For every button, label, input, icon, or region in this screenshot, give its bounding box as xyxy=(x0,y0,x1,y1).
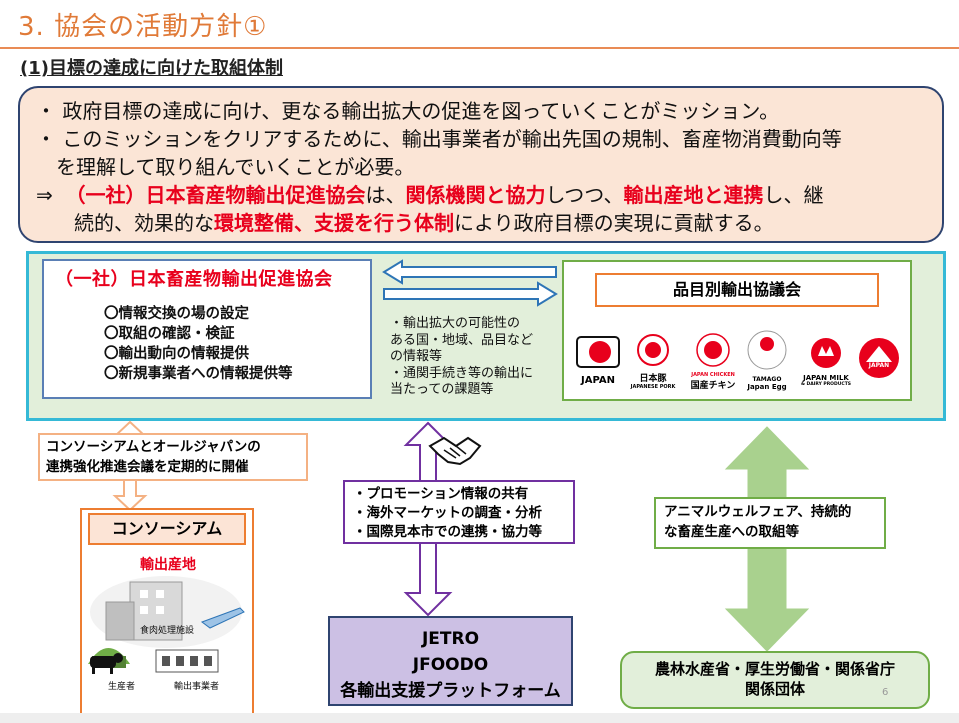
japan-logo-text: JAPAN xyxy=(868,362,890,369)
pork-logo: 日本豚 JAPANESE PORK xyxy=(628,333,678,390)
milk-logo-sub: & DAIRY PRODUCTS xyxy=(800,382,852,387)
note-line: ・国際見本市での連携・協力等 xyxy=(353,524,542,540)
beef-logo-text: JAPAN xyxy=(581,375,615,386)
japan-logo-icon xyxy=(859,338,899,378)
pork-logo-icon xyxy=(637,334,669,366)
factory-icon xyxy=(105,581,183,641)
page-number: 6 xyxy=(882,687,889,698)
chicken-logo-icon xyxy=(696,333,730,367)
note-line: アニマルウェルフェア、持続的 xyxy=(664,504,852,520)
association-box xyxy=(42,259,372,399)
export-region-label: 輸出産地 xyxy=(140,557,196,573)
note-line: 連携強化推進会議を定期的に開催 xyxy=(46,459,249,475)
activity-item: 〇新規事業者への情報提供等 xyxy=(104,366,293,382)
chicken-logo-arc: JAPAN CHICKEN xyxy=(691,372,735,378)
consortium-title: コンソーシアム xyxy=(88,513,246,545)
jfoodo-label: JFOODO xyxy=(412,655,489,675)
milk-logo-text: JAPAN MILK xyxy=(803,374,849,382)
egg-logo: TAMAGO Japan Egg xyxy=(740,328,794,391)
activity-item: 〇情報交換の場の設定 xyxy=(104,306,249,322)
chicken-logo: JAPAN CHICKEN 国産チキン xyxy=(683,330,743,391)
mission-bullet-2: ・ このミッションをクリアするために、輸出事業者が輸出先国の規制、畜産物消費動向… xyxy=(36,127,842,151)
conclusion-link: 輸出産地と連携 xyxy=(623,183,764,207)
conclusion-text-2: しつつ、 xyxy=(545,183,624,207)
note-line: ・海外マーケットの調査・分析 xyxy=(353,505,542,521)
beef-logo-icon xyxy=(576,336,620,368)
related-orgs-label: 関係団体 xyxy=(744,680,805,698)
exporter-label: 輸出事業者 xyxy=(174,682,220,692)
note-line: ある国・地域、品目など xyxy=(390,332,534,348)
chicken-logo-text: 国産チキン xyxy=(690,381,736,391)
facility-label: 食肉処理施設 xyxy=(140,626,195,636)
mission-bullet-1: ・ 政府目標の達成に向け、更なる輸出拡大の促進を図っていくことがミッション。 xyxy=(36,99,780,123)
animal-welfare-note: アニマルウェルフェア、持続的 な畜産生産への取組等 xyxy=(654,497,886,549)
conclusion-text-4: 続的、効果的な xyxy=(74,211,214,235)
exchange-arrows xyxy=(382,259,558,307)
note-line: コンソーシアムとオールジャパンの xyxy=(46,439,261,455)
conclusion-text-3: し、継 xyxy=(763,183,824,207)
association-activities: 〇情報交換の場の設定 〇取組の確認・検証 〇輸出動向の情報提供 〇新規事業者への… xyxy=(104,304,293,384)
right-arrow-icon xyxy=(383,281,558,307)
association-title: （一社）日本畜産物輸出促進協会 xyxy=(55,269,333,290)
commodity-council-title: 品目別輸出協議会 xyxy=(595,273,879,307)
airplane-icon xyxy=(200,607,245,629)
conclusion-arrow: ⇒ xyxy=(36,183,53,207)
egg-logo-text: Japan Egg xyxy=(747,383,787,391)
conclusion-support: 環境整備、支援を行う体制 xyxy=(214,211,454,235)
activity-item: 〇取組の確認・検証 xyxy=(104,326,235,342)
pork-logo-text: 日本豚 xyxy=(639,374,667,384)
ministry-box: 農林水産省・厚生労働省・関係省庁 関係団体 xyxy=(620,651,930,709)
pork-logo-sub: JAPANESE PORK xyxy=(630,384,676,390)
jetro-label: JETRO xyxy=(421,629,480,649)
jetro-collab-note: ・プロモーション情報の共有 ・海外マーケットの調査・分析 ・国際見本市での連携・… xyxy=(343,480,575,544)
ministry-label: 農林水産省・厚生労働省・関係省庁 xyxy=(654,660,895,678)
conclusion-text-1: は、 xyxy=(365,183,406,207)
note-line: ・輸出拡大の可能性の xyxy=(390,316,521,331)
slide-title: 3. 協会の活動方針① xyxy=(18,12,268,42)
japan-logo: JAPAN xyxy=(856,335,902,381)
milk-logo-icon xyxy=(811,338,841,368)
beef-logo: JAPAN xyxy=(574,333,622,386)
left-arrow-icon xyxy=(382,259,557,285)
mission-conclusion-cont: 続的、効果的な環境整備、支援を行う体制により政府目標の実現に貢献する。 xyxy=(36,209,928,237)
handshake-icon xyxy=(428,436,482,466)
egg-logo-top: TAMAGO xyxy=(752,376,782,383)
mission-bullet-2-cont: を理解して取り組んでいくことが必要。 xyxy=(56,155,415,179)
mission-box: ・ 政府目標の達成に向け、更なる輸出拡大の促進を図っていくことがミッション。 ・… xyxy=(18,86,944,243)
bottom-bar xyxy=(0,713,959,723)
conclusion-cooperate: 関係機関と協力 xyxy=(405,183,546,207)
platform-label: 各輸出支援プラットフォーム xyxy=(340,681,561,701)
note-line: ・プロモーション情報の共有 xyxy=(353,486,529,502)
egg-logo-icon xyxy=(747,330,787,370)
note-line: の情報等 xyxy=(390,349,443,364)
conclusion-text-5: により政府目標の実現に貢献する。 xyxy=(454,211,774,235)
cow-icon xyxy=(90,653,123,674)
conclusion-assoc: （一社）日本畜産物輸出促進協会 xyxy=(65,183,366,207)
note-line: な畜産生産への取組等 xyxy=(664,524,799,540)
note-line: ・通関手続き等の輸出に xyxy=(390,365,534,381)
section-subtitle: (1)目標の達成に向けた取組体制 xyxy=(20,58,283,79)
warehouse-icon xyxy=(155,649,219,673)
info-exchange-note: ・輸出拡大の可能性の ある国・地域、品目など の情報等 ・通関手続き等の輸出に … xyxy=(390,316,560,399)
export-region-illustration xyxy=(88,576,245,674)
note-line: 当たっての課題等 xyxy=(390,382,494,397)
milk-logo: JAPAN MILK & DAIRY PRODUCTS xyxy=(798,336,854,387)
mission-conclusion: ⇒ （一社）日本畜産物輸出促進協会は、関係機関と協力しつつ、輸出産地と連携し、継 xyxy=(36,181,928,209)
producer-label: 生産者 xyxy=(108,682,136,692)
consortium-meeting-note: コンソーシアムとオールジャパンの 連携強化推進会議を定期的に開催 xyxy=(38,433,308,481)
title-divider xyxy=(0,47,959,49)
jetro-box: JETRO JFOODO 各輸出支援プラットフォーム xyxy=(328,616,573,706)
activity-item: 〇輸出動向の情報提供 xyxy=(104,346,249,362)
